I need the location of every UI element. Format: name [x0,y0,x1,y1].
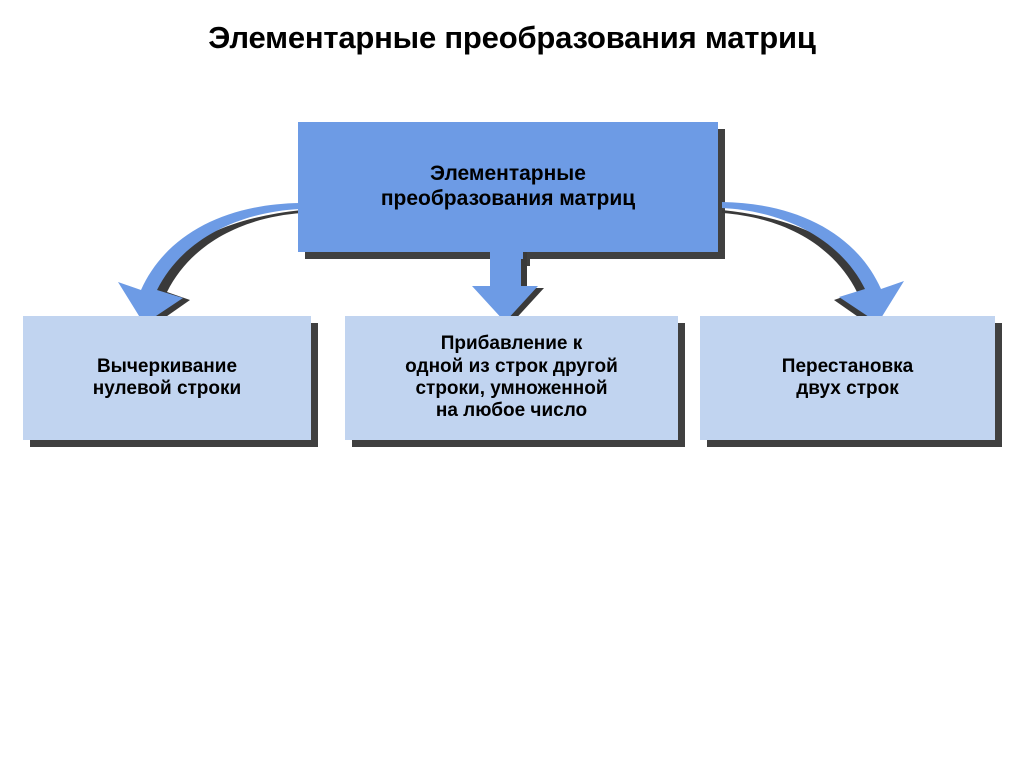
leaf2-box[interactable] [345,316,678,440]
connector-middle-arrow-body [472,250,538,322]
leaf3-box[interactable] [700,316,995,440]
connector-right-arrow-body [722,202,904,323]
page-title: Элементарные преобразования матриц [208,20,816,55]
leaf1-box[interactable] [23,316,311,440]
connector-left-arrow-body [118,203,300,324]
root-box[interactable] [298,122,718,259]
connector-right-arrow [722,202,904,328]
connector-left-arrow [118,203,302,328]
connector-middle-arrow [472,250,544,324]
